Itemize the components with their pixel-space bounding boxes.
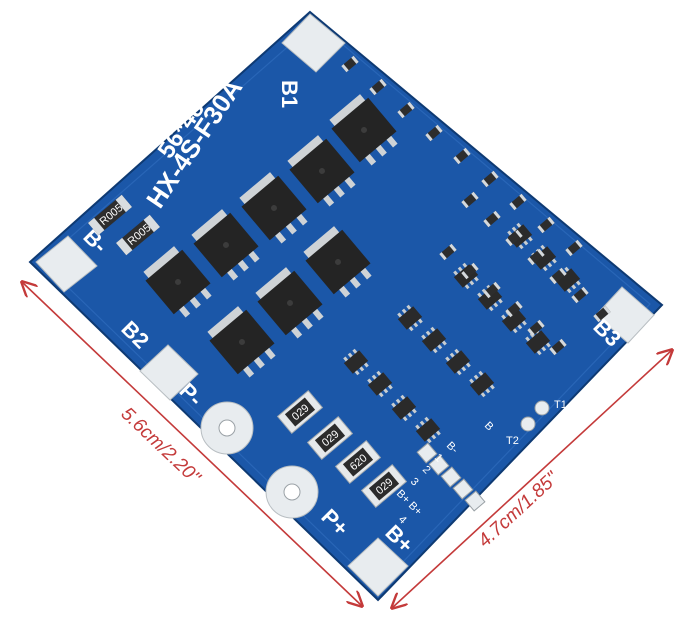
- ic-chip: [421, 326, 447, 354]
- ic-chip: [343, 348, 369, 376]
- pad-p-plus: [265, 465, 319, 519]
- smd-component: [527, 248, 545, 266]
- mosfet: [329, 94, 398, 166]
- resistor-029-b: 029: [306, 416, 354, 460]
- smd-component: [505, 229, 523, 247]
- smd-component: [461, 262, 479, 280]
- smd-component: [509, 193, 527, 211]
- smd-component: [397, 101, 415, 119]
- ic-chip: [469, 370, 495, 398]
- mosfet: [255, 267, 324, 339]
- smd-component: [527, 319, 545, 337]
- mosfet: [287, 135, 356, 207]
- resistor-r005-a: R005: [88, 194, 132, 236]
- smd-component-group: [341, 55, 611, 356]
- test-pad-t2: [520, 416, 536, 432]
- smd-component: [425, 124, 443, 142]
- ic-chip: [477, 284, 503, 312]
- pcb-board: HX-4S-F30A 56*48*4MM B1 B- B2 B3 P- P+ B…: [28, 10, 664, 602]
- ic-chip: [367, 370, 393, 398]
- pad-b1: [281, 13, 346, 73]
- smd-component: [537, 216, 555, 234]
- smd-component: [453, 147, 471, 165]
- pad-b3: [595, 286, 655, 344]
- test-pad-t1: [534, 400, 550, 416]
- smd-component: [505, 300, 523, 318]
- pad-b2: [139, 344, 199, 401]
- mosfet: [239, 172, 308, 244]
- mosfet-group: [143, 94, 398, 378]
- ic-chip: [415, 416, 441, 444]
- smd-component: [481, 170, 499, 188]
- pad-p-minus: [200, 401, 254, 455]
- ic-chip: [445, 348, 471, 376]
- smd-component: [439, 243, 457, 261]
- mosfet: [191, 209, 260, 281]
- mosfet: [207, 306, 276, 378]
- smd-component: [369, 78, 387, 96]
- mosfet: [303, 226, 372, 298]
- resistor-029-d: 029: [360, 464, 408, 508]
- resistor-620: 620: [334, 440, 382, 484]
- smd-component: [593, 305, 611, 323]
- pad-b-minus: [35, 235, 98, 293]
- resistor-029-a: 029: [276, 390, 324, 434]
- smd-component: [549, 267, 567, 285]
- smd-component: [341, 55, 359, 73]
- smd-component: [549, 338, 567, 356]
- pad-b-plus: [347, 537, 409, 597]
- smd-component: [571, 286, 589, 304]
- ic-chip: [391, 394, 417, 422]
- smd-component: [483, 210, 501, 228]
- mosfet: [143, 246, 212, 318]
- smd-component: [461, 191, 479, 209]
- ic-chip: [397, 304, 423, 332]
- label-b1: B1: [277, 80, 302, 108]
- smd-component: [483, 281, 501, 299]
- smd-component: [565, 239, 583, 257]
- label-t2: T2: [506, 435, 519, 447]
- label-t1: T1: [554, 399, 567, 411]
- balance-connector: [416, 442, 486, 512]
